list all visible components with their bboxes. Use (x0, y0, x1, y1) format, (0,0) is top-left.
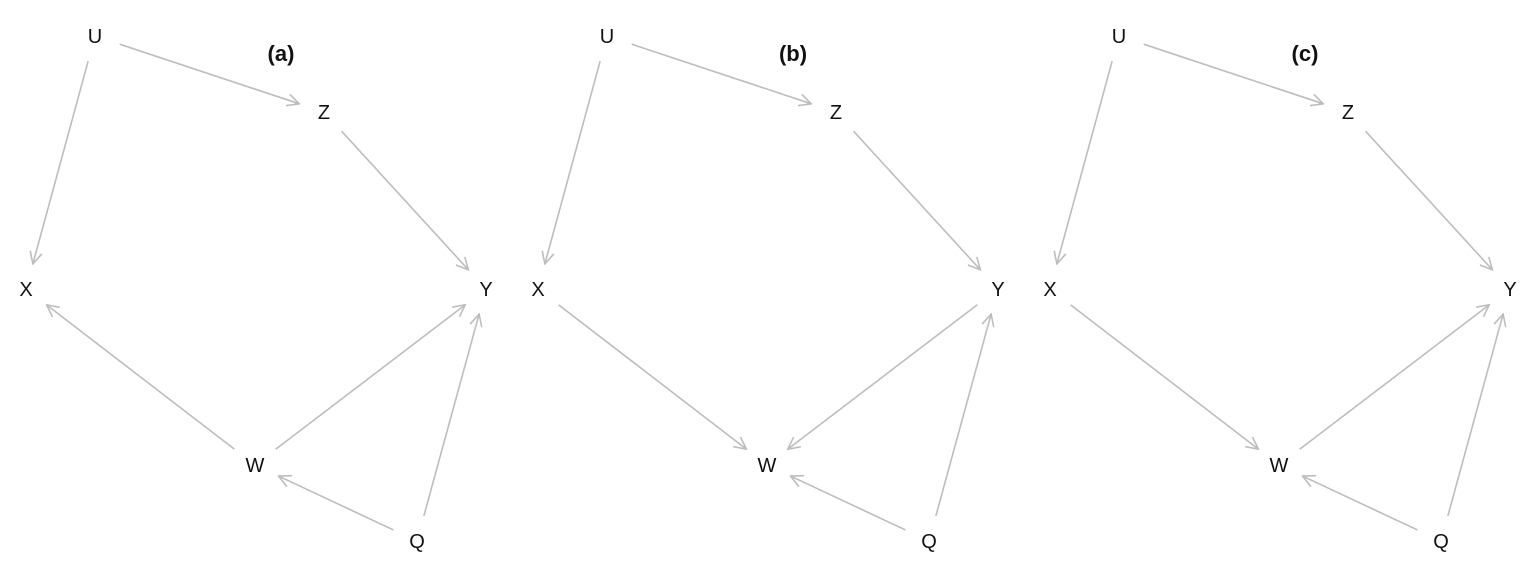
node-y: Y (1503, 279, 1516, 301)
node-y: Y (991, 279, 1004, 301)
edge-u-to-x (33, 60, 89, 264)
edge-layer (33, 43, 479, 531)
node-layer: U Z X Y W Q (19, 26, 492, 553)
node-u: U (1112, 26, 1126, 48)
node-u: U (88, 26, 102, 48)
node-w: W (758, 455, 777, 477)
edge-u-to-x (1057, 60, 1113, 264)
node-x: X (531, 279, 544, 301)
panel-title: (c) (1292, 41, 1319, 66)
edge-q-to-w (791, 476, 906, 531)
node-layer: U Z X Y W Q (1043, 26, 1516, 553)
node-x: X (1043, 279, 1056, 301)
edge-u-to-z (119, 43, 300, 104)
edge-w-to-y (275, 305, 466, 450)
panel-title: (b) (779, 41, 807, 66)
edge-u-to-x (545, 60, 601, 264)
edge-q-to-y (935, 314, 991, 517)
panel-a: (a) U Z X Y W Q (19, 26, 492, 553)
node-w: W (246, 455, 265, 477)
node-z: Z (830, 102, 842, 124)
edge-y-to-w (788, 304, 978, 449)
panel-title: (a) (268, 41, 295, 66)
node-z: Z (1342, 102, 1354, 124)
edge-x-to-w (1070, 304, 1259, 449)
edge-u-to-z (631, 43, 812, 104)
edge-w-to-x (47, 305, 235, 450)
edge-z-to-y (340, 130, 469, 270)
edge-layer (545, 43, 991, 531)
node-y: Y (479, 279, 492, 301)
edge-q-to-y (1447, 314, 1503, 517)
node-x: X (19, 279, 32, 301)
node-q: Q (1433, 531, 1449, 553)
edge-z-to-y (852, 130, 981, 270)
edge-q-to-w (1303, 476, 1418, 531)
node-w: W (1270, 455, 1289, 477)
node-q: Q (921, 531, 937, 553)
edge-w-to-y (1299, 305, 1490, 450)
edge-q-to-y (423, 314, 479, 517)
panel-b: (b) U Z X Y W Q (531, 26, 1004, 553)
node-layer: U Z X Y W Q (531, 26, 1004, 553)
edge-z-to-y (1364, 130, 1493, 270)
edge-layer (1057, 43, 1503, 531)
panel-c: (c) U Z X Y W Q (1043, 26, 1516, 553)
edge-u-to-z (1143, 43, 1324, 104)
edge-x-to-w (558, 304, 747, 449)
edge-q-to-w (279, 476, 394, 531)
node-u: U (600, 26, 614, 48)
node-q: Q (409, 531, 425, 553)
node-z: Z (318, 102, 330, 124)
